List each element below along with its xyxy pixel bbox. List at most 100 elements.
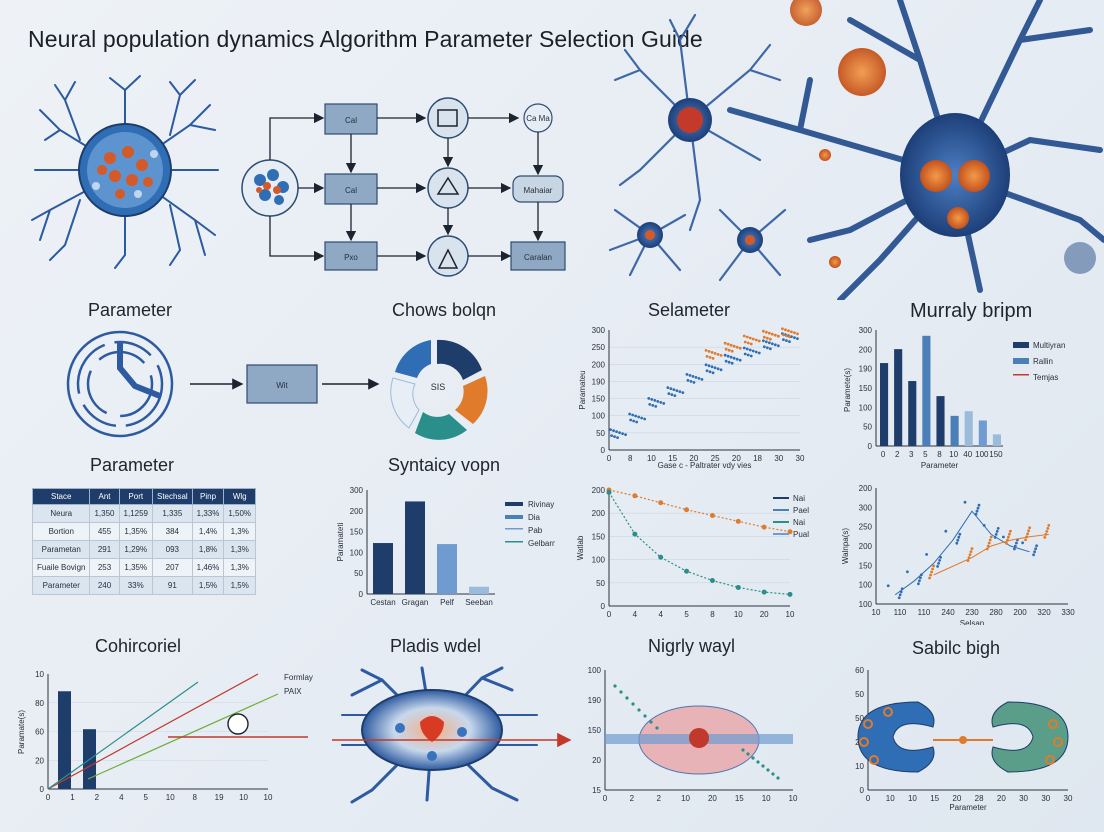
scatter-point bbox=[666, 386, 670, 389]
scatter-point bbox=[743, 352, 747, 356]
x-tick-label: Gragan bbox=[402, 598, 429, 607]
x-tick-label: 110 bbox=[918, 608, 931, 617]
table-cell: Parameter bbox=[31, 576, 91, 595]
scatter-point bbox=[685, 373, 689, 376]
y-tick-label: 100 bbox=[350, 548, 364, 557]
scatter-point bbox=[1014, 544, 1017, 548]
x-tick-label: 30 bbox=[1019, 794, 1028, 803]
scatter-point bbox=[1021, 541, 1024, 545]
x-tick-label: 5 bbox=[923, 450, 928, 459]
y-tick-label: 200 bbox=[592, 486, 606, 495]
probe-node-bottom bbox=[427, 235, 469, 277]
scatter-point bbox=[662, 402, 666, 405]
data-point bbox=[761, 524, 767, 530]
series-line bbox=[608, 492, 791, 595]
scatter-point bbox=[766, 768, 770, 772]
table-cell: 093 bbox=[151, 540, 193, 559]
table-cell: 1,1259 bbox=[118, 504, 153, 523]
table-cell: 1,8% bbox=[191, 540, 225, 559]
data-point bbox=[761, 589, 767, 595]
scatter-point bbox=[988, 538, 992, 542]
x-tick-label: 15 bbox=[668, 454, 677, 463]
scatter-point bbox=[1047, 524, 1051, 527]
scatter-point bbox=[764, 330, 768, 334]
x-tick-label: 110 bbox=[894, 608, 907, 617]
scatter-point bbox=[1024, 538, 1027, 542]
y-tick-label: 150 bbox=[350, 528, 364, 537]
scatter-point bbox=[1006, 538, 1009, 542]
scatter-point bbox=[989, 535, 993, 539]
legend-label: Rivinay bbox=[528, 500, 554, 509]
scatter-point bbox=[939, 556, 942, 559]
y-tick-label: 50 bbox=[354, 569, 363, 578]
scatter-point bbox=[917, 582, 920, 586]
bar bbox=[894, 349, 903, 446]
scatter-point bbox=[609, 428, 612, 431]
scatter-point bbox=[1046, 527, 1050, 530]
y-tick-label: 20 bbox=[592, 756, 601, 765]
scatter-point bbox=[730, 349, 734, 353]
syntaicy-label: Syntaicy vopn bbox=[388, 455, 501, 475]
scatter-point bbox=[749, 354, 753, 358]
scatter-point bbox=[968, 553, 972, 556]
scatter-point bbox=[756, 760, 760, 764]
scatter-point bbox=[726, 342, 730, 346]
scatter-point bbox=[751, 349, 755, 353]
scatter-point bbox=[765, 336, 769, 340]
y-tick-label: 10 bbox=[35, 670, 44, 679]
gear-node-top bbox=[427, 97, 469, 139]
scatter-point bbox=[647, 397, 651, 400]
series-line bbox=[933, 533, 1049, 576]
scatter-point bbox=[708, 370, 712, 374]
scatter-point bbox=[615, 430, 618, 433]
scatter-point bbox=[732, 344, 736, 348]
y-tick-label: 200 bbox=[859, 484, 873, 493]
table-cell: Fuaile Bovign bbox=[31, 558, 91, 577]
table-cell: 291 bbox=[89, 540, 120, 559]
scatter-point bbox=[743, 340, 747, 344]
legend-label: Gelbarn bbox=[528, 539, 555, 548]
scatter-point bbox=[1013, 547, 1016, 551]
scatter-point bbox=[672, 388, 676, 391]
x-tick-label: 320 bbox=[1037, 608, 1051, 617]
series-line bbox=[608, 489, 791, 533]
pipe-box bbox=[246, 364, 318, 404]
scatter-point bbox=[1009, 529, 1012, 533]
scatter-point bbox=[765, 346, 769, 350]
scatter-point bbox=[970, 547, 974, 550]
table-cell: 1,33% bbox=[191, 504, 225, 523]
link-node bbox=[959, 736, 967, 744]
table-cell: 1,35% bbox=[118, 522, 153, 541]
scatter-point bbox=[716, 353, 720, 356]
table-cell: 1,3% bbox=[223, 522, 257, 541]
scatter-point bbox=[711, 357, 715, 360]
table-cell: 91 bbox=[151, 576, 193, 595]
legend-label: Multiyran bbox=[1033, 341, 1065, 350]
scatter-point bbox=[659, 401, 663, 404]
scatter-point bbox=[710, 351, 714, 354]
x-tick-label: 240 bbox=[941, 608, 955, 617]
y-tick-label: 50 bbox=[596, 429, 605, 438]
scatter-point bbox=[719, 354, 723, 357]
data-point bbox=[787, 591, 793, 597]
y-tick-label: 300 bbox=[859, 503, 873, 512]
scatter-point bbox=[613, 435, 616, 438]
scatter-point bbox=[613, 684, 617, 688]
y-tick-label: 20 bbox=[35, 756, 44, 765]
y-tick-label: 250 bbox=[859, 523, 873, 532]
table-cell: 1,35% bbox=[118, 558, 153, 577]
bar bbox=[922, 335, 931, 446]
selameter-label: Selameter bbox=[648, 300, 731, 320]
x-tick-label: 10 bbox=[886, 794, 895, 803]
y-tick-label: 100 bbox=[859, 600, 873, 609]
cycle-gear-icon: SIS bbox=[390, 339, 488, 440]
y-tick-label: 150 bbox=[592, 532, 606, 541]
scatter-point bbox=[1045, 530, 1049, 533]
data-point bbox=[632, 531, 638, 537]
scatter-point bbox=[764, 340, 768, 344]
y-axis-label: Paramete(s) bbox=[843, 368, 852, 412]
scatter-point bbox=[762, 345, 766, 349]
scatter-point bbox=[967, 556, 971, 559]
scatter-point bbox=[629, 418, 633, 422]
